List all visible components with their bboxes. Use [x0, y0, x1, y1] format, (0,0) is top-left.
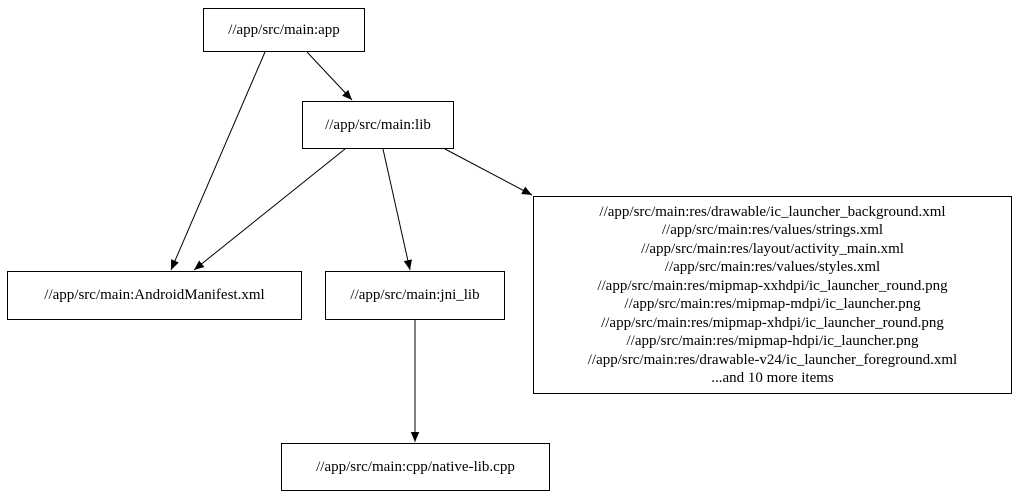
node-android-manifest: //app/src/main:AndroidManifest.xml	[7, 271, 302, 320]
resource-item: //app/src/main:res/drawable/ic_launcher_…	[599, 203, 946, 220]
node-native-lib-cpp: //app/src/main:cpp/native-lib.cpp	[281, 443, 550, 491]
resource-item: //app/src/main:res/values/strings.xml	[661, 222, 884, 238]
resource-item: //app/src/main:res/mipmap-xxhdpi/ic_laun…	[597, 277, 948, 294]
edge-lib-to-manifest	[193, 148, 346, 271]
resource-more-items: ...and 10 more items	[711, 370, 834, 386]
node-jni-lib: //app/src/main:jni_lib	[325, 271, 505, 320]
resource-item: //app/src/main:res/mipmap-xhdpi/ic_launc…	[601, 314, 944, 331]
edge-app-to-manifest	[170, 51, 266, 271]
resource-item: //app/src/main:res/values/styles.xml	[664, 259, 881, 275]
edge-lib-to-resources	[444, 148, 533, 196]
edge-app-to-lib	[306, 51, 353, 101]
node-app-label: //app/src/main:app	[228, 21, 340, 38]
node-lib-label: //app/src/main:lib	[325, 116, 431, 133]
node-app: //app/src/main:app	[203, 8, 365, 52]
node-native-lib-cpp-label: //app/src/main:cpp/native-lib.cpp	[316, 458, 515, 475]
resource-item: //app/src/main:res/drawable-v24/ic_launc…	[587, 351, 958, 368]
node-android-manifest-label: //app/src/main:AndroidManifest.xml	[44, 287, 265, 304]
edge-lib-to-jni_lib	[382, 148, 412, 271]
resource-item: //app/src/main:res/mipmap-mdpi/ic_launch…	[624, 296, 921, 312]
resource-item: //app/src/main:res/layout/activity_main.…	[641, 240, 904, 257]
resource-item: //app/src/main:res/mipmap-hdpi/ic_launch…	[626, 333, 919, 349]
node-lib: //app/src/main:lib	[302, 101, 454, 149]
node-jni-lib-label: //app/src/main:jni_lib	[350, 287, 480, 304]
node-resources-list: //app/src/main:res/drawable/ic_launcher_…	[533, 196, 1012, 394]
